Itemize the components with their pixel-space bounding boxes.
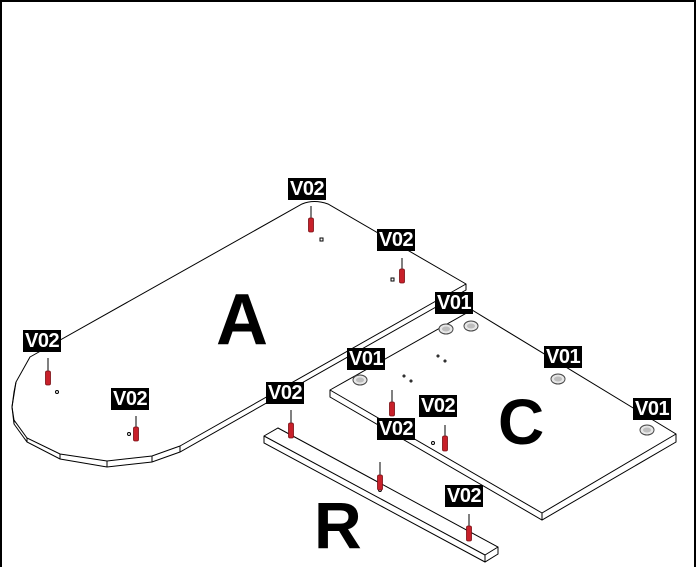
cam-fitting xyxy=(352,374,368,386)
cam-fitting xyxy=(438,323,454,335)
hardware-tag-v01: V01 xyxy=(633,398,672,420)
dowels xyxy=(45,206,472,542)
dowel xyxy=(466,514,472,542)
dowel xyxy=(389,390,395,417)
dowel xyxy=(288,410,294,439)
hardware-tag-v02: V02 xyxy=(266,382,305,404)
dowel xyxy=(133,416,139,442)
cam-fittings xyxy=(352,320,655,436)
cam-fitting xyxy=(639,424,655,436)
hardware-tag-v02: V02 xyxy=(419,395,458,417)
dowel xyxy=(442,425,448,452)
hardware-tag-v02: V02 xyxy=(377,229,416,251)
dowel xyxy=(45,358,51,386)
panel-label-r: R xyxy=(314,488,362,562)
hardware-tag-v02: V02 xyxy=(445,485,484,507)
hardware-tag-v02: V02 xyxy=(111,388,150,410)
dowel xyxy=(399,258,405,284)
dowel xyxy=(308,206,314,233)
hardware-tag-v01: V01 xyxy=(435,292,474,314)
cam-fitting xyxy=(550,373,566,385)
panel-label-a: A xyxy=(216,280,268,360)
panel-label-c: C xyxy=(498,386,545,458)
cam-fitting xyxy=(463,320,479,332)
hardware-tag-v01: V01 xyxy=(544,346,583,368)
dowel xyxy=(377,462,383,491)
hardware-tag-v02: V02 xyxy=(377,418,416,440)
hardware-tag-v01: V01 xyxy=(347,348,386,370)
hardware-tag-v02: V02 xyxy=(23,330,62,352)
panel-r-outline xyxy=(263,427,499,563)
hardware-tag-v02: V02 xyxy=(288,178,327,200)
